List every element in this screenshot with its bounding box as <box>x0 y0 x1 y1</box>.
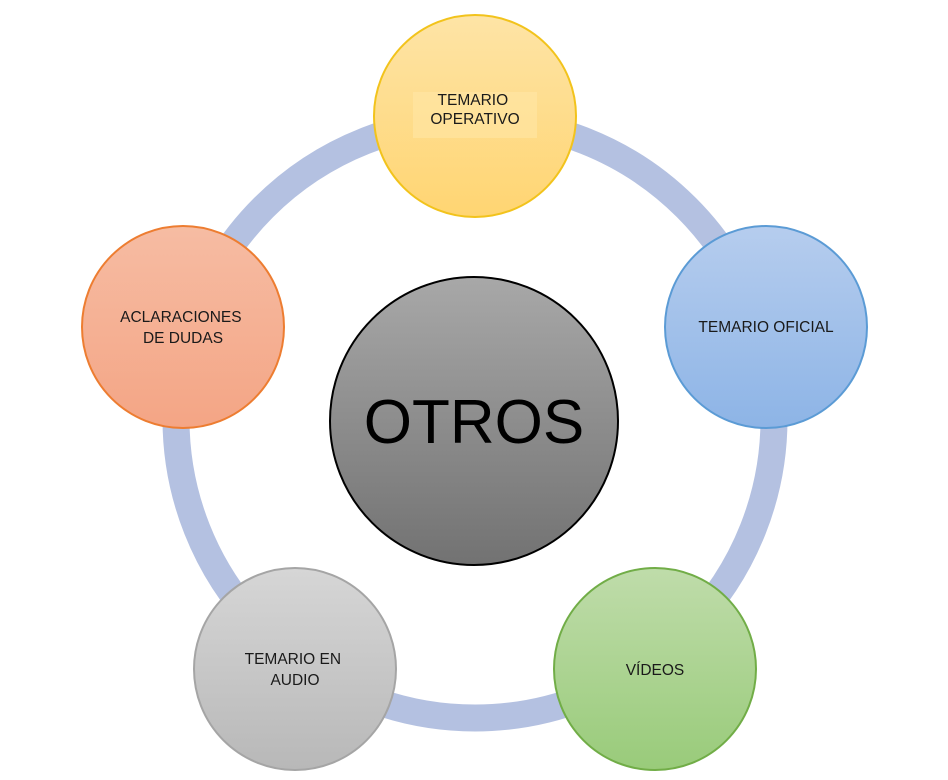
node-videos: VÍDEOS <box>553 567 757 771</box>
node-label-line: VÍDEOS <box>626 662 685 679</box>
center-circle <box>329 276 619 566</box>
node-label: VÍDEOS <box>626 662 685 679</box>
center-label: OTROS <box>364 388 584 457</box>
node-label-line: TEMARIO <box>438 92 509 109</box>
node-temario-en-audio: TEMARIO EN AUDIO <box>193 567 397 771</box>
node-label: TEMARIO EN AUDIO <box>245 651 346 689</box>
node-temario-oficial: TEMARIO OFICIAL <box>664 225 868 429</box>
node-aclaraciones-de-dudas: ACLARACIONES DE DUDAS <box>81 225 285 429</box>
node-label-line: TEMARIO OFICIAL <box>698 319 834 336</box>
node-circle <box>81 225 285 429</box>
node-label-line: DE DUDAS <box>143 330 223 347</box>
node-label: TEMARIO OFICIAL <box>698 319 834 336</box>
node-label-line: ACLARACIONES <box>120 309 241 326</box>
node-label-box <box>413 92 537 138</box>
node-circle <box>553 567 757 771</box>
node-label: TEMARIO OPERATIVO <box>430 92 519 128</box>
node-label-line: OPERATIVO <box>430 111 519 128</box>
node-temario-operativo: TEMARIO OPERATIVO <box>373 14 577 218</box>
node-circle <box>193 567 397 771</box>
node-circle <box>664 225 868 429</box>
node-label-line: TEMARIO EN <box>245 651 341 668</box>
node-label-line: AUDIO <box>270 672 319 689</box>
node-label: ACLARACIONES DE DUDAS <box>120 309 246 347</box>
